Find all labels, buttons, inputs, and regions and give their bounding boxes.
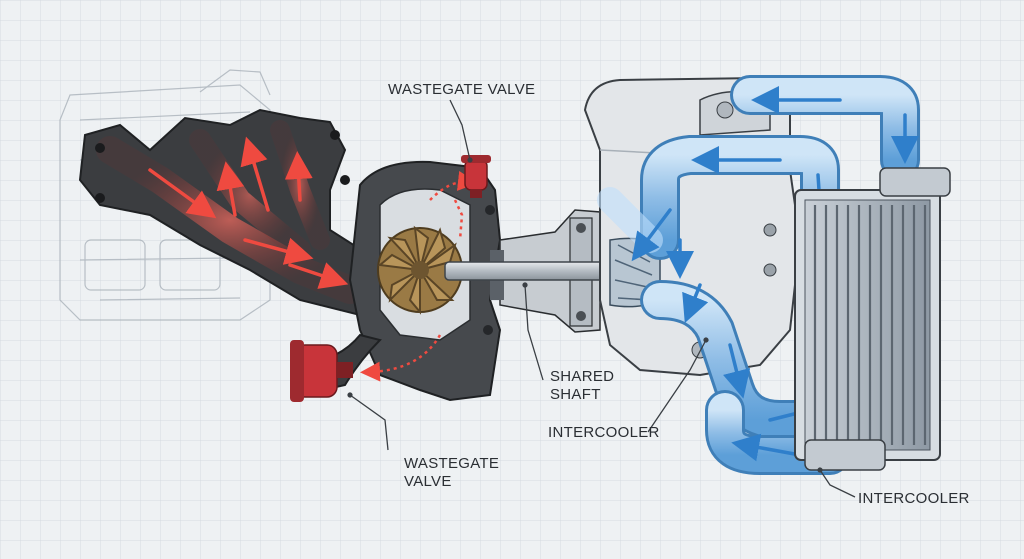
turbine-wheel-icon	[377, 225, 463, 315]
label-intercooler-center: INTERCOOLER	[548, 424, 660, 442]
label-text: INTERCOOLER	[548, 424, 660, 441]
label-text: VALVE	[404, 473, 452, 490]
wastegate-flow-path	[360, 170, 478, 382]
exhaust-manifold-icon	[78, 108, 397, 317]
engine-outline-icon	[59, 69, 271, 321]
intercooler-icon	[794, 167, 951, 471]
label-text: SHAFT	[550, 386, 601, 403]
exhaust-flow-arrows	[148, 136, 349, 289]
wastegate-actuator-icon	[290, 340, 353, 402]
leader-lines	[347, 99, 856, 498]
label-text: INTERCOOLER	[858, 490, 970, 507]
label-wastegate-valve-bottom: WASTEGATE VALVE	[404, 455, 499, 491]
label-text: WASTEGATE	[404, 455, 500, 472]
label-text: WASTEGATE VALVE	[388, 81, 536, 98]
label-text: SHARED	[550, 368, 615, 385]
label-shared-shaft: SHARED SHAFT	[550, 368, 614, 404]
label-intercooler-right: INTERCOOLER	[858, 490, 970, 508]
label-wastegate-valve-top: WASTEGATE VALVE	[388, 81, 535, 99]
